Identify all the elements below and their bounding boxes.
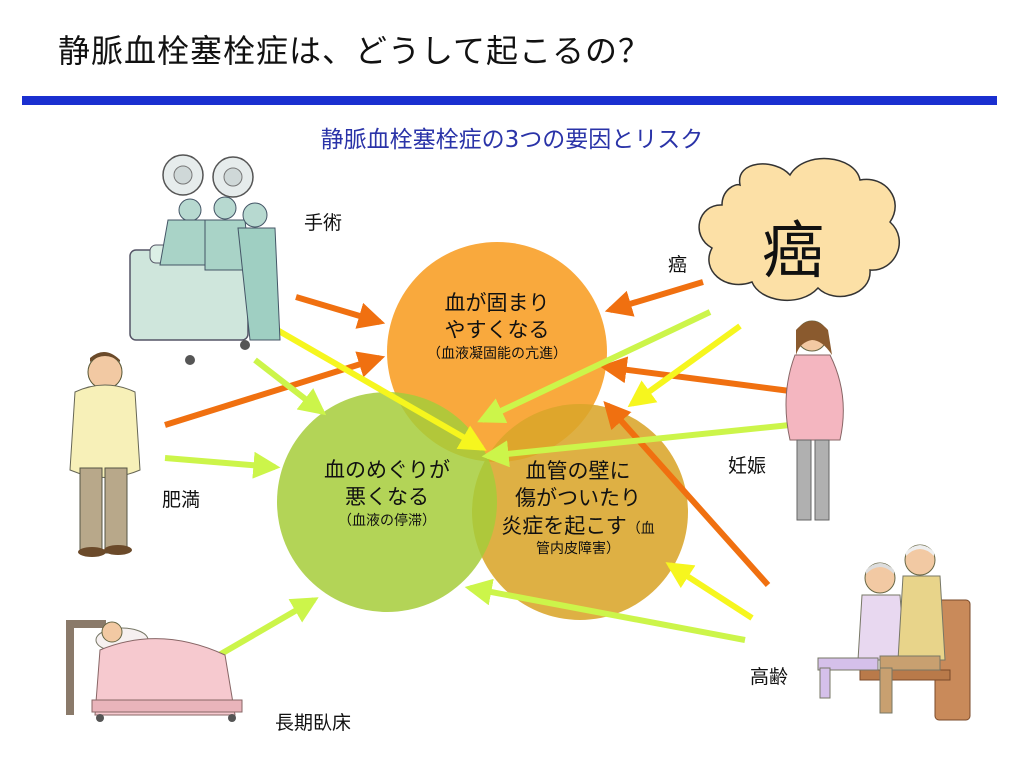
arrow-bedrest-to-stasis (212, 597, 319, 661)
coagulation-line1: 血が固まり (444, 291, 550, 315)
label-pregnancy: 妊娠 (728, 455, 767, 477)
stasis-line2: 悪くなる (345, 485, 429, 510)
arrow-elderly-to-coagulation (603, 400, 771, 588)
elderly-couple-illustration (817, 544, 971, 721)
obese-man-illustration (69, 351, 141, 557)
cancer-cloud (698, 157, 900, 302)
circle-blood-stasis (277, 392, 497, 612)
coagulation-note: （血液凝固能の亢進） (427, 345, 567, 362)
slide-title: 静脈血栓塞栓症は、どうして起こるの？ (58, 32, 652, 70)
label-cancer: 癌 (668, 254, 688, 276)
label-obesity: 肥満 (162, 489, 201, 511)
arrow-pregnancy-to-stasis (481, 422, 791, 468)
arrow-cancer-to-stasis (477, 309, 712, 423)
surgery-illustration (129, 154, 281, 365)
arrow-cancer-to-coagulation (604, 279, 704, 317)
stasis-line1: 血のめぐりが (324, 458, 450, 482)
arrow-elderly-to-stasis (464, 578, 746, 643)
stasis-text: 血のめぐりが 悪くなる （血液の停滞） (287, 457, 487, 530)
pregnant-woman-illustration (785, 320, 844, 521)
arrow-pregnancy-to-coagulation (599, 356, 791, 394)
injury-line2: 傷がついたり (515, 486, 641, 511)
coagulation-line2: やすくなる (444, 318, 550, 343)
circle-endothelial-injury (472, 404, 688, 620)
arrow-surgery-to-injury (270, 324, 487, 451)
injury-line3: 炎症を起こす (501, 513, 627, 538)
arrow-obesity-to-stasis (164, 451, 281, 479)
arrow-surgery-to-stasis (253, 357, 327, 416)
arrow-elderly-to-injury (665, 562, 754, 621)
arrow-cancer-to-injury (627, 323, 742, 408)
diagram-subtitle: 静脈血栓塞栓症の3つの要因とリスク (320, 127, 704, 153)
injury-note-a: （血 (626, 520, 655, 537)
label-bedrest: 長期臥床 (275, 712, 352, 734)
label-surgery: 手術 (304, 212, 343, 234)
cancer-cloud-text: 癌 (762, 214, 825, 287)
title-divider (22, 96, 997, 105)
injury-line1: 血管の壁に (525, 459, 631, 483)
coagulation-text: 血が固まり やすくなる （血液凝固能の亢進） (397, 290, 597, 363)
label-elderly: 高齢 (750, 666, 789, 688)
injury-text: 血管の壁に 傷がついたり 炎症を起こす（血 管内皮障害） (488, 458, 668, 558)
bedrest-illustration (66, 620, 243, 722)
injury-note-b: 管内皮障害） (536, 540, 620, 557)
arrow-surgery-to-coagulation (295, 294, 386, 329)
stasis-note: （血液の停滞） (338, 512, 436, 529)
